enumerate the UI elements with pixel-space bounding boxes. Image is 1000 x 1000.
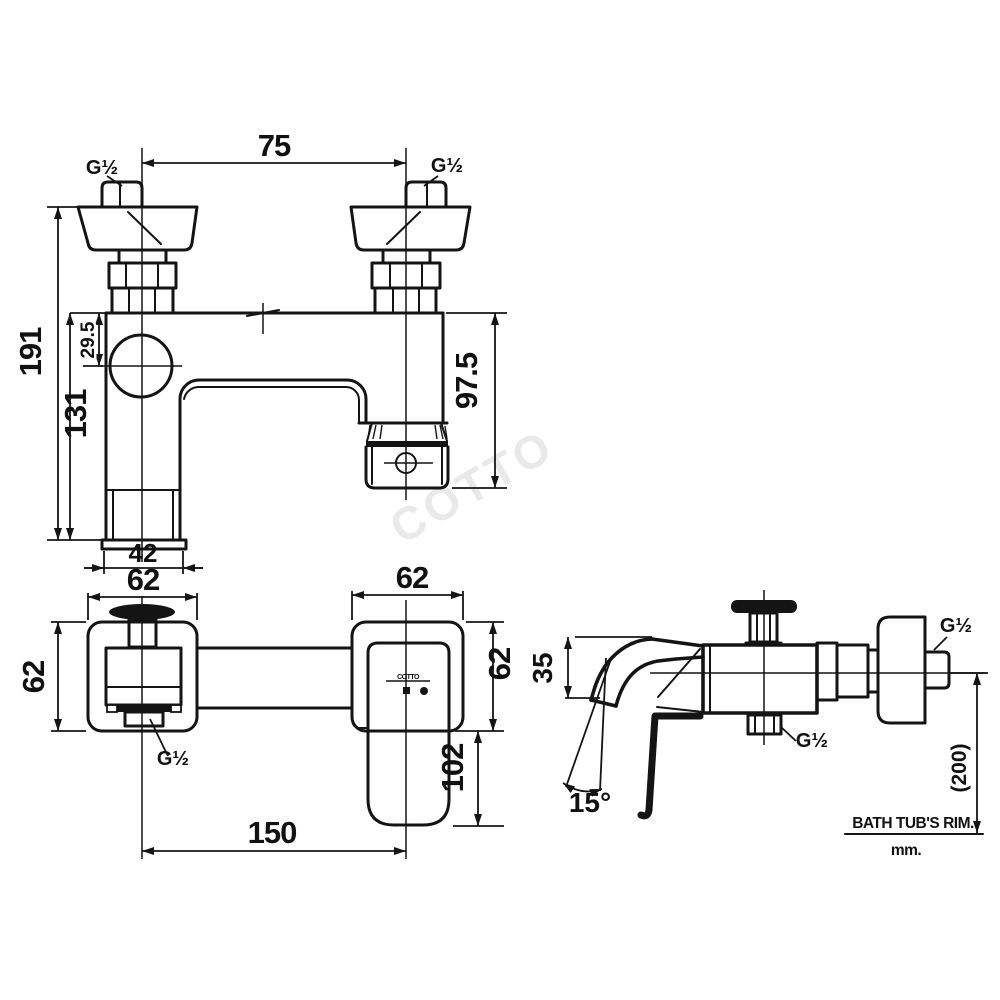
dim-left-escutcheon-width: 62 bbox=[127, 562, 159, 597]
spout-angle-label: 15° bbox=[569, 787, 611, 818]
dim-handle-overhang: 102 bbox=[435, 744, 470, 793]
wall-connector bbox=[815, 615, 951, 725]
dim-base-width: 42 bbox=[129, 538, 158, 568]
dim-left-escutcheon-height: 62 bbox=[16, 661, 51, 693]
front-view: 75 G½ G½ 191 131 29.5 42 97.5 bbox=[13, 128, 507, 574]
lever-handle-top bbox=[366, 641, 451, 827]
g-half-shower-outlet-label: G½ bbox=[796, 730, 828, 752]
dim-right-escutcheon-width: 62 bbox=[396, 560, 428, 595]
front-centerlines bbox=[141, 148, 407, 562]
hot-marker-icon bbox=[403, 687, 410, 694]
top-view: COTTO 62 62 62 62 102 bbox=[16, 560, 517, 859]
wall-flange bbox=[876, 615, 927, 725]
dim-right-escutcheon-height: 62 bbox=[482, 648, 517, 680]
g-half-wall-inlet-label: G½ bbox=[940, 615, 972, 637]
front-body bbox=[100, 311, 445, 551]
spout-underside-inner bbox=[183, 385, 360, 424]
base-plate bbox=[100, 538, 188, 551]
brand-logo-text: COTTO bbox=[397, 674, 420, 681]
g-half-nipple bbox=[923, 650, 951, 690]
dim-mounting-height: (200) bbox=[948, 743, 971, 792]
hand-shower-holder bbox=[357, 421, 450, 490]
front-dimensions: 75 G½ G½ 191 131 29.5 42 97.5 bbox=[13, 128, 507, 574]
dim-body-height: 131 bbox=[58, 389, 93, 438]
dim-circle-offset: 29.5 bbox=[78, 321, 99, 358]
dim-spout-height: 35 bbox=[527, 652, 558, 683]
dim-inlet-centers: 75 bbox=[258, 128, 291, 163]
top-left-unit bbox=[86, 604, 199, 733]
left-inlet-fitting bbox=[76, 180, 199, 315]
g-half-right-label: G½ bbox=[431, 155, 463, 177]
dim-center-span: 150 bbox=[248, 815, 297, 850]
g-half-outlet-top-label: G½ bbox=[157, 748, 189, 770]
diverter-knob-side bbox=[731, 600, 797, 645]
spout-side bbox=[589, 637, 705, 713]
dim-total-height: 191 bbox=[13, 327, 48, 376]
top-dimensions: 62 62 62 62 102 150 G½ bbox=[16, 560, 517, 855]
dim-holder-drop: 97.5 bbox=[449, 352, 484, 409]
side-body bbox=[657, 643, 819, 715]
rim-note-label: BATH TUB'S RIM. bbox=[852, 815, 974, 832]
lever-handle-side bbox=[637, 712, 704, 820]
top-right-unit: COTTO bbox=[350, 620, 465, 827]
side-view: 35 15° G½ G½ (200) BATH TUB'S RIM. mm. bbox=[527, 590, 988, 859]
top-body-bar bbox=[195, 646, 369, 729]
shower-outlet-port-top bbox=[123, 710, 165, 728]
knob-cap bbox=[731, 600, 797, 613]
watermark-text: COTTO bbox=[381, 419, 563, 554]
shower-outlet-port-side bbox=[746, 713, 783, 736]
side-dimensions: 35 15° G½ G½ (200) BATH TUB'S RIM. mm. bbox=[527, 615, 988, 859]
cold-marker-icon bbox=[420, 687, 428, 695]
right-inlet-fitting bbox=[349, 180, 472, 315]
diverter-knob-cap-top bbox=[109, 604, 175, 620]
brand-logo-mark: COTTO bbox=[386, 674, 430, 695]
spout-underside-outer bbox=[178, 378, 368, 542]
unit-note-label: mm. bbox=[891, 842, 922, 859]
g-half-left-label: G½ bbox=[86, 157, 118, 179]
